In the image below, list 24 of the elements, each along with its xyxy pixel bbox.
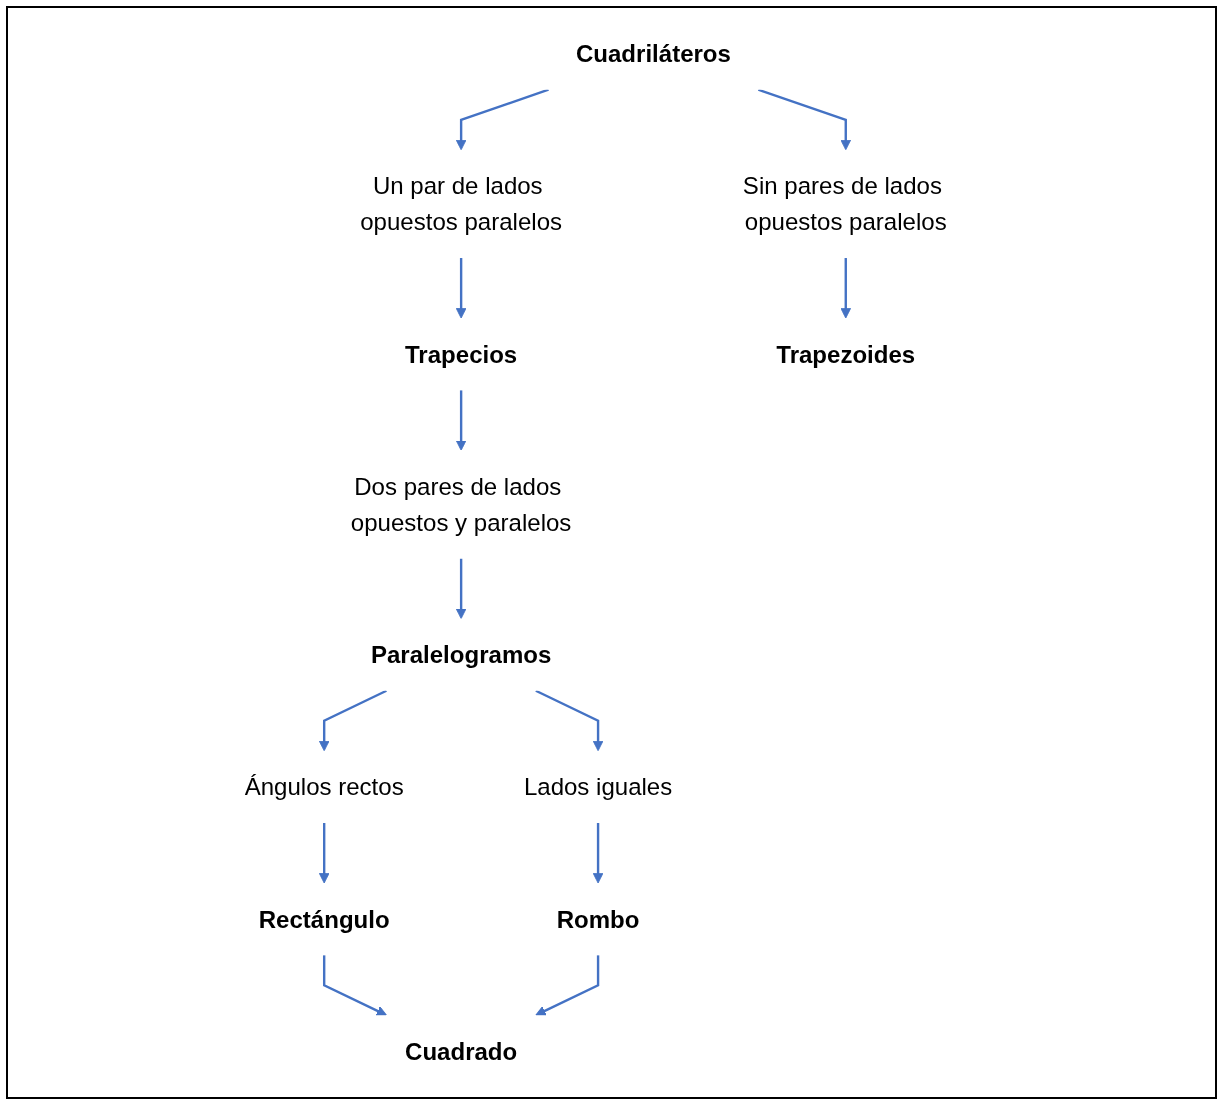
node-text: Rectángulo — [258, 905, 390, 933]
arrow — [456, 88, 550, 151]
node-text: Sin pares de lados opuestos paralelos — [743, 172, 947, 236]
node-text: Rombo — [556, 905, 640, 933]
arrow — [535, 955, 600, 1016]
arrow — [592, 822, 604, 884]
node-text: Paralelogramos — [371, 641, 552, 668]
arrow — [840, 258, 852, 319]
node-text: Lados iguales — [524, 773, 673, 801]
node-text: Trapecios — [405, 340, 518, 368]
node-text: Trapezoides — [776, 340, 916, 368]
arrow — [535, 689, 604, 752]
arrow — [456, 390, 467, 451]
node-text: Ángulos rectos — [244, 773, 404, 801]
arrow — [319, 822, 330, 884]
arrow — [456, 558, 467, 620]
node-text: Cuadrado — [405, 1038, 518, 1065]
arrow — [758, 88, 852, 151]
node-text: Dos pares de lados opuestos y paralelos — [351, 473, 572, 536]
node-text: Un par de lados opuestos paralelos — [360, 172, 563, 236]
node-text: Cuadriláteros — [576, 40, 732, 67]
arrow — [319, 689, 388, 752]
arrow — [456, 258, 467, 319]
arrow — [323, 955, 388, 1016]
